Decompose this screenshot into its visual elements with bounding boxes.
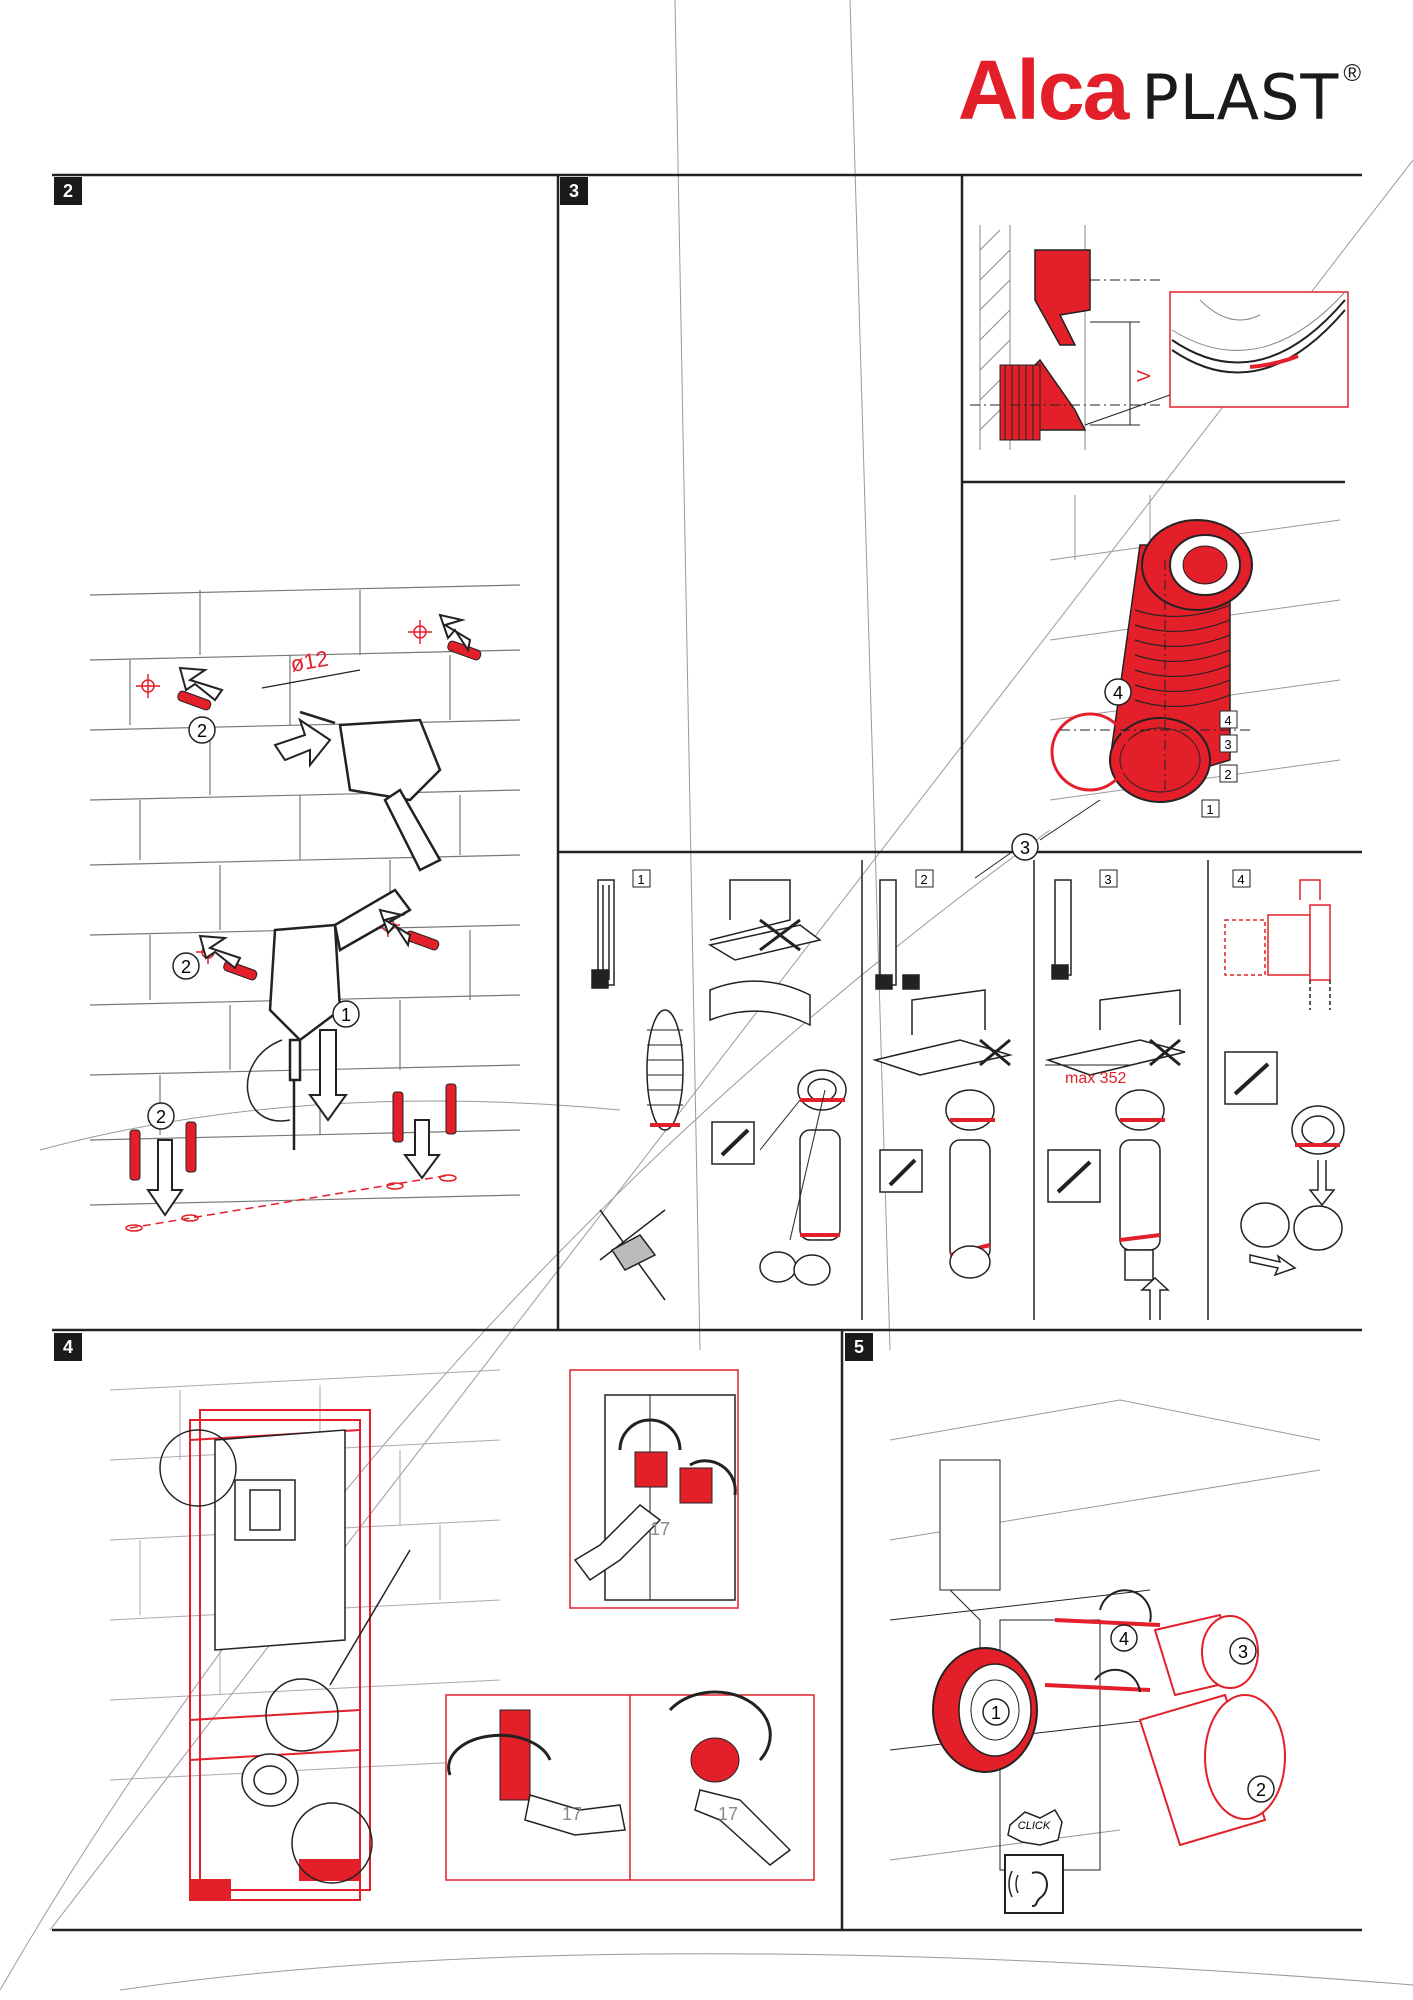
step3-flexible-pipe bbox=[1049, 495, 1341, 803]
callout-box bbox=[1201, 799, 1220, 818]
step5-covers bbox=[1138, 1613, 1286, 1847]
direction-arrows bbox=[146, 613, 472, 1217]
callout-circle bbox=[1247, 1775, 1275, 1803]
click-label: CLICK bbox=[1018, 1820, 1051, 1832]
callout-number: 2 bbox=[197, 721, 207, 741]
callout-circle bbox=[332, 1000, 360, 1028]
drill-marks bbox=[125, 620, 457, 1232]
step3-substep-3-drawing: max 352 bbox=[1045, 879, 1186, 1320]
substep-box bbox=[915, 869, 934, 888]
step5-click-indicator: CLICK bbox=[1004, 1808, 1064, 1914]
callout-number: 4 bbox=[1113, 683, 1123, 703]
callout-circle bbox=[147, 1102, 175, 1130]
callout-circle bbox=[1104, 678, 1132, 706]
step3-substep-labels: 1 2 3 4 bbox=[632, 869, 1251, 888]
dimension-label: V bbox=[1134, 370, 1154, 382]
callout-number: 3 bbox=[1238, 1642, 1248, 1662]
step-badge-5: 5 bbox=[845, 1333, 873, 1361]
callout-box bbox=[1219, 764, 1238, 783]
callout-number: 2 bbox=[156, 1107, 166, 1127]
callout-number: 1 bbox=[1206, 802, 1213, 817]
step4-frame bbox=[189, 1409, 371, 1901]
wall-plugs bbox=[129, 640, 482, 1181]
drill-tool-lower bbox=[246, 888, 412, 1150]
callout-number: 4 bbox=[1224, 713, 1231, 728]
callout-number: 2 bbox=[1224, 767, 1231, 782]
substep-number: 4 bbox=[1237, 872, 1244, 887]
substep-box bbox=[1099, 869, 1118, 888]
brand-logo: Alca PLAST ® bbox=[958, 42, 1361, 137]
step3-subdividers bbox=[861, 860, 1209, 1320]
callout-box bbox=[1219, 734, 1238, 753]
drill-tool-upper bbox=[299, 710, 442, 872]
step3-cross-section: V bbox=[970, 225, 1171, 450]
callout-circle bbox=[1229, 1637, 1257, 1665]
substep-number: 2 bbox=[920, 872, 927, 887]
step-badge-3: 3 bbox=[560, 177, 588, 205]
callout-box bbox=[1219, 710, 1238, 729]
brand-name-black: PLAST bbox=[1141, 61, 1340, 134]
substep-number: 3 bbox=[1104, 872, 1111, 887]
registered-mark: ® bbox=[1343, 60, 1361, 87]
step2-callouts: 2 2 1 2 bbox=[147, 716, 360, 1130]
substep-box bbox=[1232, 869, 1251, 888]
substep-box bbox=[632, 869, 651, 888]
step4-detail-top: 17 bbox=[569, 1369, 739, 1609]
step3-pipe-callouts: 4 4 3 2 1 3 bbox=[974, 678, 1238, 879]
max-length-label: max 352 bbox=[1065, 1070, 1126, 1087]
step4-cistern bbox=[214, 1429, 346, 1807]
step-badge-4: 4 bbox=[54, 1333, 82, 1361]
callout-number: 1 bbox=[341, 1005, 351, 1025]
step5-frame-view bbox=[889, 1399, 1321, 1871]
step-badge-2: 2 bbox=[54, 177, 82, 205]
step4-zoom-circles bbox=[159, 1429, 411, 1884]
step3-substep-1-drawing bbox=[591, 879, 847, 1301]
step3-substep-4-drawing bbox=[1224, 879, 1345, 1277]
step5-callouts: 4 3 1 2 bbox=[982, 1624, 1275, 1803]
wrench-size: 17 bbox=[718, 1804, 738, 1824]
brand-name-red: Alca bbox=[957, 43, 1129, 137]
ear-icon bbox=[1004, 1854, 1064, 1914]
callout-circle bbox=[982, 1698, 1010, 1726]
step5-mounting-bolts bbox=[1044, 1589, 1161, 1693]
section-frames bbox=[52, 173, 1362, 1932]
step3-substep-2-drawing bbox=[872, 879, 1013, 1279]
step3-zoom-detail bbox=[1169, 291, 1349, 408]
diameter-label: ø12 bbox=[289, 646, 331, 677]
callout-number: 1 bbox=[991, 1703, 1001, 1723]
callout-number: 4 bbox=[1119, 1629, 1129, 1649]
callout-number: 3 bbox=[1020, 838, 1030, 858]
wrench-size: 17 bbox=[562, 1804, 582, 1824]
callout-number: 2 bbox=[1256, 1780, 1266, 1800]
callout-circle bbox=[1110, 1624, 1138, 1652]
substep-number: 1 bbox=[637, 872, 644, 887]
drill-diameter: ø12 bbox=[261, 646, 361, 689]
callout-number: 2 bbox=[181, 957, 191, 977]
callout-circle bbox=[172, 952, 200, 980]
wrench-size: 17 bbox=[650, 1519, 670, 1539]
callout-circle bbox=[1011, 833, 1039, 861]
callout-number: 3 bbox=[1224, 737, 1231, 752]
callout-circle bbox=[188, 716, 216, 744]
step4-detail-bottom: 17 17 bbox=[445, 1690, 815, 1881]
